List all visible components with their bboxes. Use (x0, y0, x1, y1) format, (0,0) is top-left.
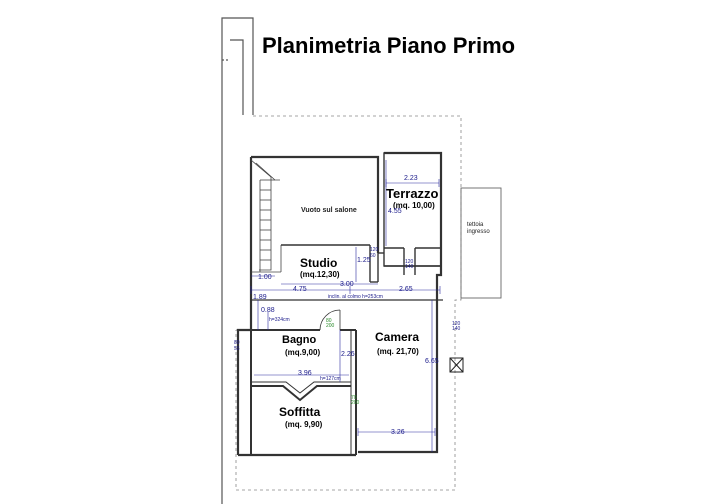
dashed-boundary (235, 115, 462, 491)
dim-100: 1.00 (258, 274, 272, 281)
window-3-height: 140 (452, 326, 461, 332)
height-127: h=127cm (320, 376, 341, 382)
door-swing (319, 309, 341, 331)
dim-088: 0.88 (261, 307, 275, 314)
dim-189: 1.89 (253, 294, 267, 301)
vuoto-label: Vuoto sul salone (301, 207, 357, 214)
dim-300: 3.00 (340, 281, 354, 288)
soffitta-area: (mq. 9,90) (285, 420, 323, 429)
camera-label: Camera (375, 330, 420, 344)
height-324: h=324cm (269, 317, 290, 323)
window-4-width: 80 (234, 340, 240, 346)
dimension-lines (250, 160, 441, 452)
dim-125: 1.25 (357, 257, 371, 264)
window-3-width: 120 (452, 321, 461, 327)
neighbour-wall (221, 17, 254, 504)
studio-label: Studio (300, 256, 338, 270)
window-2-height: 140 (405, 264, 414, 270)
dim-226: 2.26 (341, 351, 355, 358)
terrazzo-walls (378, 152, 442, 275)
staircase (250, 159, 282, 273)
studio-walls (281, 244, 379, 283)
terrazzo-label: Terrazzo (386, 186, 439, 201)
dim-326: 3.26 (391, 429, 405, 436)
tettoia-label-1: tettoia (467, 222, 484, 228)
dim-475: 4.75 (293, 286, 307, 293)
chimney-marker (449, 357, 464, 373)
door-2-height: 200 (351, 400, 360, 406)
tettoia-label-2: ingresso (467, 229, 490, 235)
interior-walls (250, 329, 357, 455)
door-1-height: 200 (326, 323, 335, 329)
inclination-note: inclin. al colmo h=253cm (328, 294, 383, 300)
terrazzo-area: (mq. 10,00) (393, 201, 435, 210)
dim-665: 6.65 (425, 358, 439, 365)
bagno-area: (mq.9,00) (285, 348, 321, 357)
window-1-width: 120 (370, 247, 379, 253)
studio-area: (mq.12,30) (300, 270, 340, 279)
bagno-label: Bagno (282, 334, 317, 346)
door-2-width: 70 (351, 395, 357, 401)
page-title: Planimetria Piano Primo (262, 33, 516, 58)
dim-396: 3.96 (298, 370, 312, 377)
dim-265: 2.65 (399, 286, 413, 293)
tettoia-outline (460, 187, 502, 299)
dim-terrazzo-depth: 4.55 (388, 208, 402, 215)
window-1-height: 60 (370, 253, 376, 259)
window-4-height: 55 (234, 346, 240, 352)
door-1-width: 80 (326, 318, 332, 324)
soffitta-label: Soffitta (279, 405, 321, 419)
dim-terrazzo-width: 2.23 (404, 175, 418, 182)
window-2-width: 120 (405, 259, 414, 265)
camera-area: (mq. 21,70) (377, 347, 419, 356)
